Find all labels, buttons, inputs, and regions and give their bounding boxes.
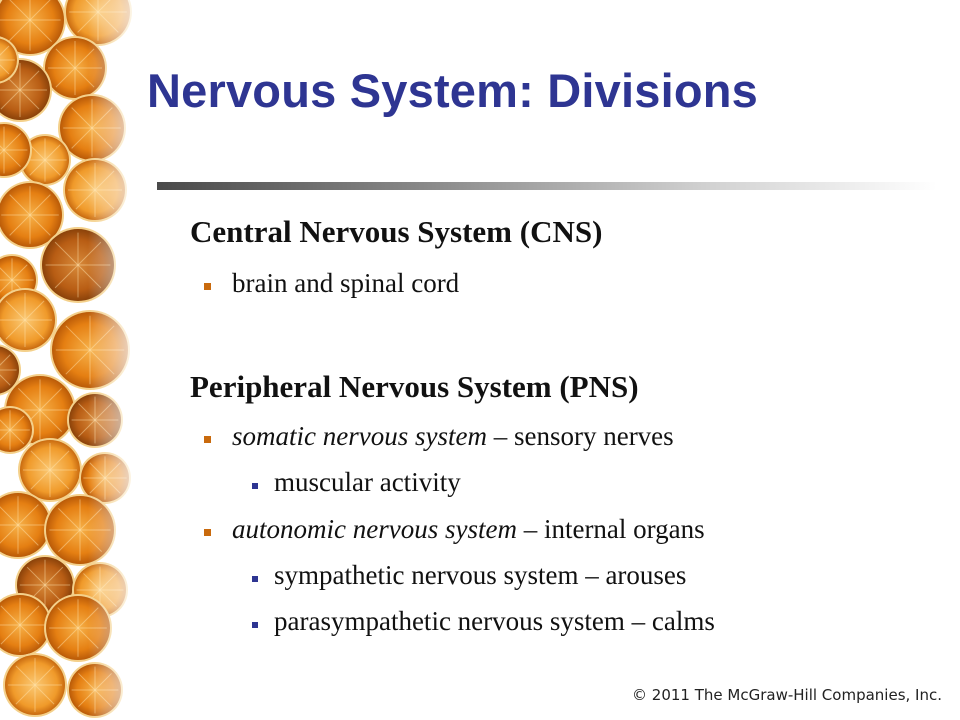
pns-subbullet-muscular: muscular activity (252, 467, 461, 498)
autonomic-term: autonomic nervous system (232, 514, 517, 544)
title-divider (157, 182, 937, 190)
somatic-description: – sensory nerves (486, 421, 674, 451)
pns-subbullet-parasympathetic: parasympathetic nervous system – calms (252, 606, 715, 637)
pns-bullet-somatic: somatic nervous system – sensory nerves (204, 421, 674, 452)
pns-heading: Peripheral Nervous System (PNS) (190, 369, 639, 404)
square-bullet-icon (204, 436, 211, 443)
slide-title: Nervous System: Divisions (147, 64, 758, 117)
square-bullet-icon (204, 529, 211, 536)
pns-subbullet-sympathetic: sympathetic nervous system – arouses (252, 560, 686, 591)
subbullet-text: parasympathetic nervous system – calms (274, 606, 715, 636)
subbullet-text: sympathetic nervous system – arouses (274, 560, 687, 590)
cns-bullet-1: brain and spinal cord (204, 268, 459, 299)
orange-slices-decoration (0, 0, 160, 720)
copyright-footer: © 2011 The McGraw-Hill Companies, Inc. (632, 686, 942, 704)
square-bullet-icon (252, 621, 258, 628)
somatic-term: somatic nervous system (232, 421, 487, 451)
square-bullet-icon (252, 482, 258, 489)
pns-bullet-autonomic: autonomic nervous system – internal orga… (204, 514, 705, 545)
cns-bullet-text: brain and spinal cord (232, 268, 460, 298)
cns-heading: Central Nervous System (CNS) (190, 214, 603, 249)
square-bullet-icon (204, 283, 211, 290)
autonomic-description: – internal organs (516, 514, 705, 544)
subbullet-text: muscular activity (274, 467, 461, 497)
square-bullet-icon (252, 575, 258, 582)
